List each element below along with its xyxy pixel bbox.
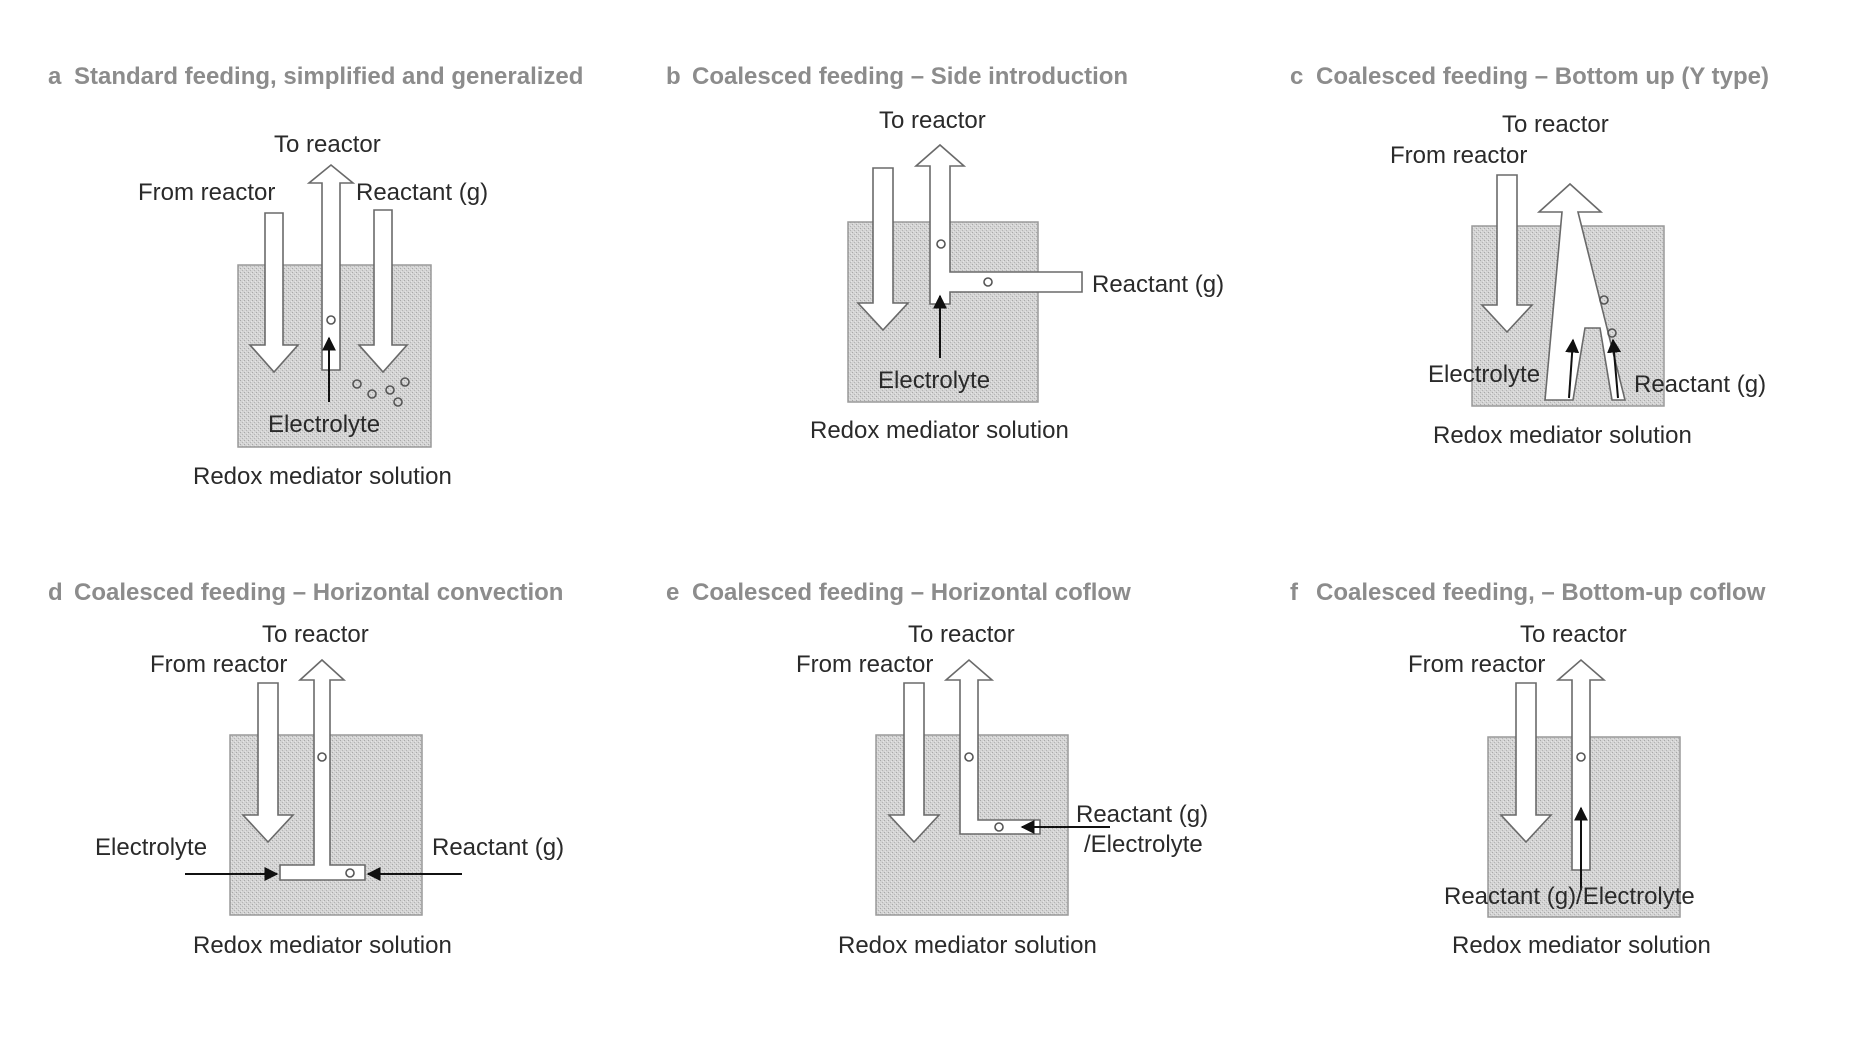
panel-c-reactant-label: Reactant (g) [1634,371,1766,398]
panel-e-solution-label: Redox mediator solution [838,932,1097,959]
panel-c-solution-label: Redox mediator solution [1433,422,1692,449]
panel-d: d Coalesced feeding – Horizontal convect… [48,579,564,959]
panel-e-to-reactor-label: To reactor [908,621,1015,648]
panel-d-title: Coalesced feeding – Horizontal convectio… [74,579,563,606]
panel-d-to-reactor-label: To reactor [262,621,369,648]
panel-e: e Coalesced feeding – Horizontal coflow … [666,579,1208,959]
panel-b-reactant-label: Reactant (g) [1092,271,1224,298]
panel-f-to-reactor-label: To reactor [1520,621,1627,648]
panel-f-solution-label: Redox mediator solution [1452,932,1711,959]
panel-b-title: Coalesced feeding – Side introduction [692,63,1128,90]
panel-e-letter: e [666,579,679,606]
panel-a-reactant-label: Reactant (g) [356,179,488,206]
panel-d-reactant-label: Reactant (g) [432,834,564,861]
panel-b-solution-label: Redox mediator solution [810,417,1069,444]
panel-a-solution-label: Redox mediator solution [193,463,452,490]
panel-d-from-reactor-label: From reactor [150,651,287,678]
panel-d-solution-label: Redox mediator solution [193,932,452,959]
panel-f: f Coalesced feeding, – Bottom-up coflow … [1290,579,1766,959]
panel-b: b Coalesced feeding – Side introduction … [666,63,1224,444]
panel-f-reactant-electrolyte-label: Reactant (g)/Electrolyte [1444,883,1695,910]
panel-c-title: Coalesced feeding – Bottom up (Y type) [1316,63,1769,90]
panel-b-to-reactor-label: To reactor [879,107,986,134]
panel-e-reactant-label-line1: Reactant (g) [1076,801,1208,828]
panel-a: a Standard feeding, simplified and gener… [48,63,583,490]
panel-f-from-reactor-label: From reactor [1408,651,1545,678]
panel-c-letter: c [1290,63,1303,90]
panel-a-letter: a [48,63,62,90]
panel-f-title: Coalesced feeding, – Bottom-up coflow [1316,579,1766,606]
panel-b-letter: b [666,63,681,90]
panel-c-from-reactor-label: From reactor [1390,142,1527,169]
panel-d-electrolyte-label: Electrolyte [95,834,207,861]
panel-e-from-reactor-label: From reactor [796,651,933,678]
panel-c: c Coalesced feeding – Bottom up (Y type)… [1290,63,1769,449]
panel-a-to-reactor-label: To reactor [274,131,381,158]
panel-e-reactant-label-line2: /Electrolyte [1084,831,1203,858]
panel-c-to-reactor-label: To reactor [1502,111,1609,138]
panel-a-electrolyte-label: Electrolyte [268,411,380,438]
panel-d-letter: d [48,579,63,606]
panel-c-electrolyte-label: Electrolyte [1428,361,1540,388]
panel-e-title: Coalesced feeding – Horizontal coflow [692,579,1131,606]
panel-a-title: Standard feeding, simplified and general… [74,63,583,90]
panel-a-from-reactor-label: From reactor [138,179,275,206]
panel-b-electrolyte-label: Electrolyte [878,367,990,394]
panel-f-letter: f [1290,579,1299,606]
